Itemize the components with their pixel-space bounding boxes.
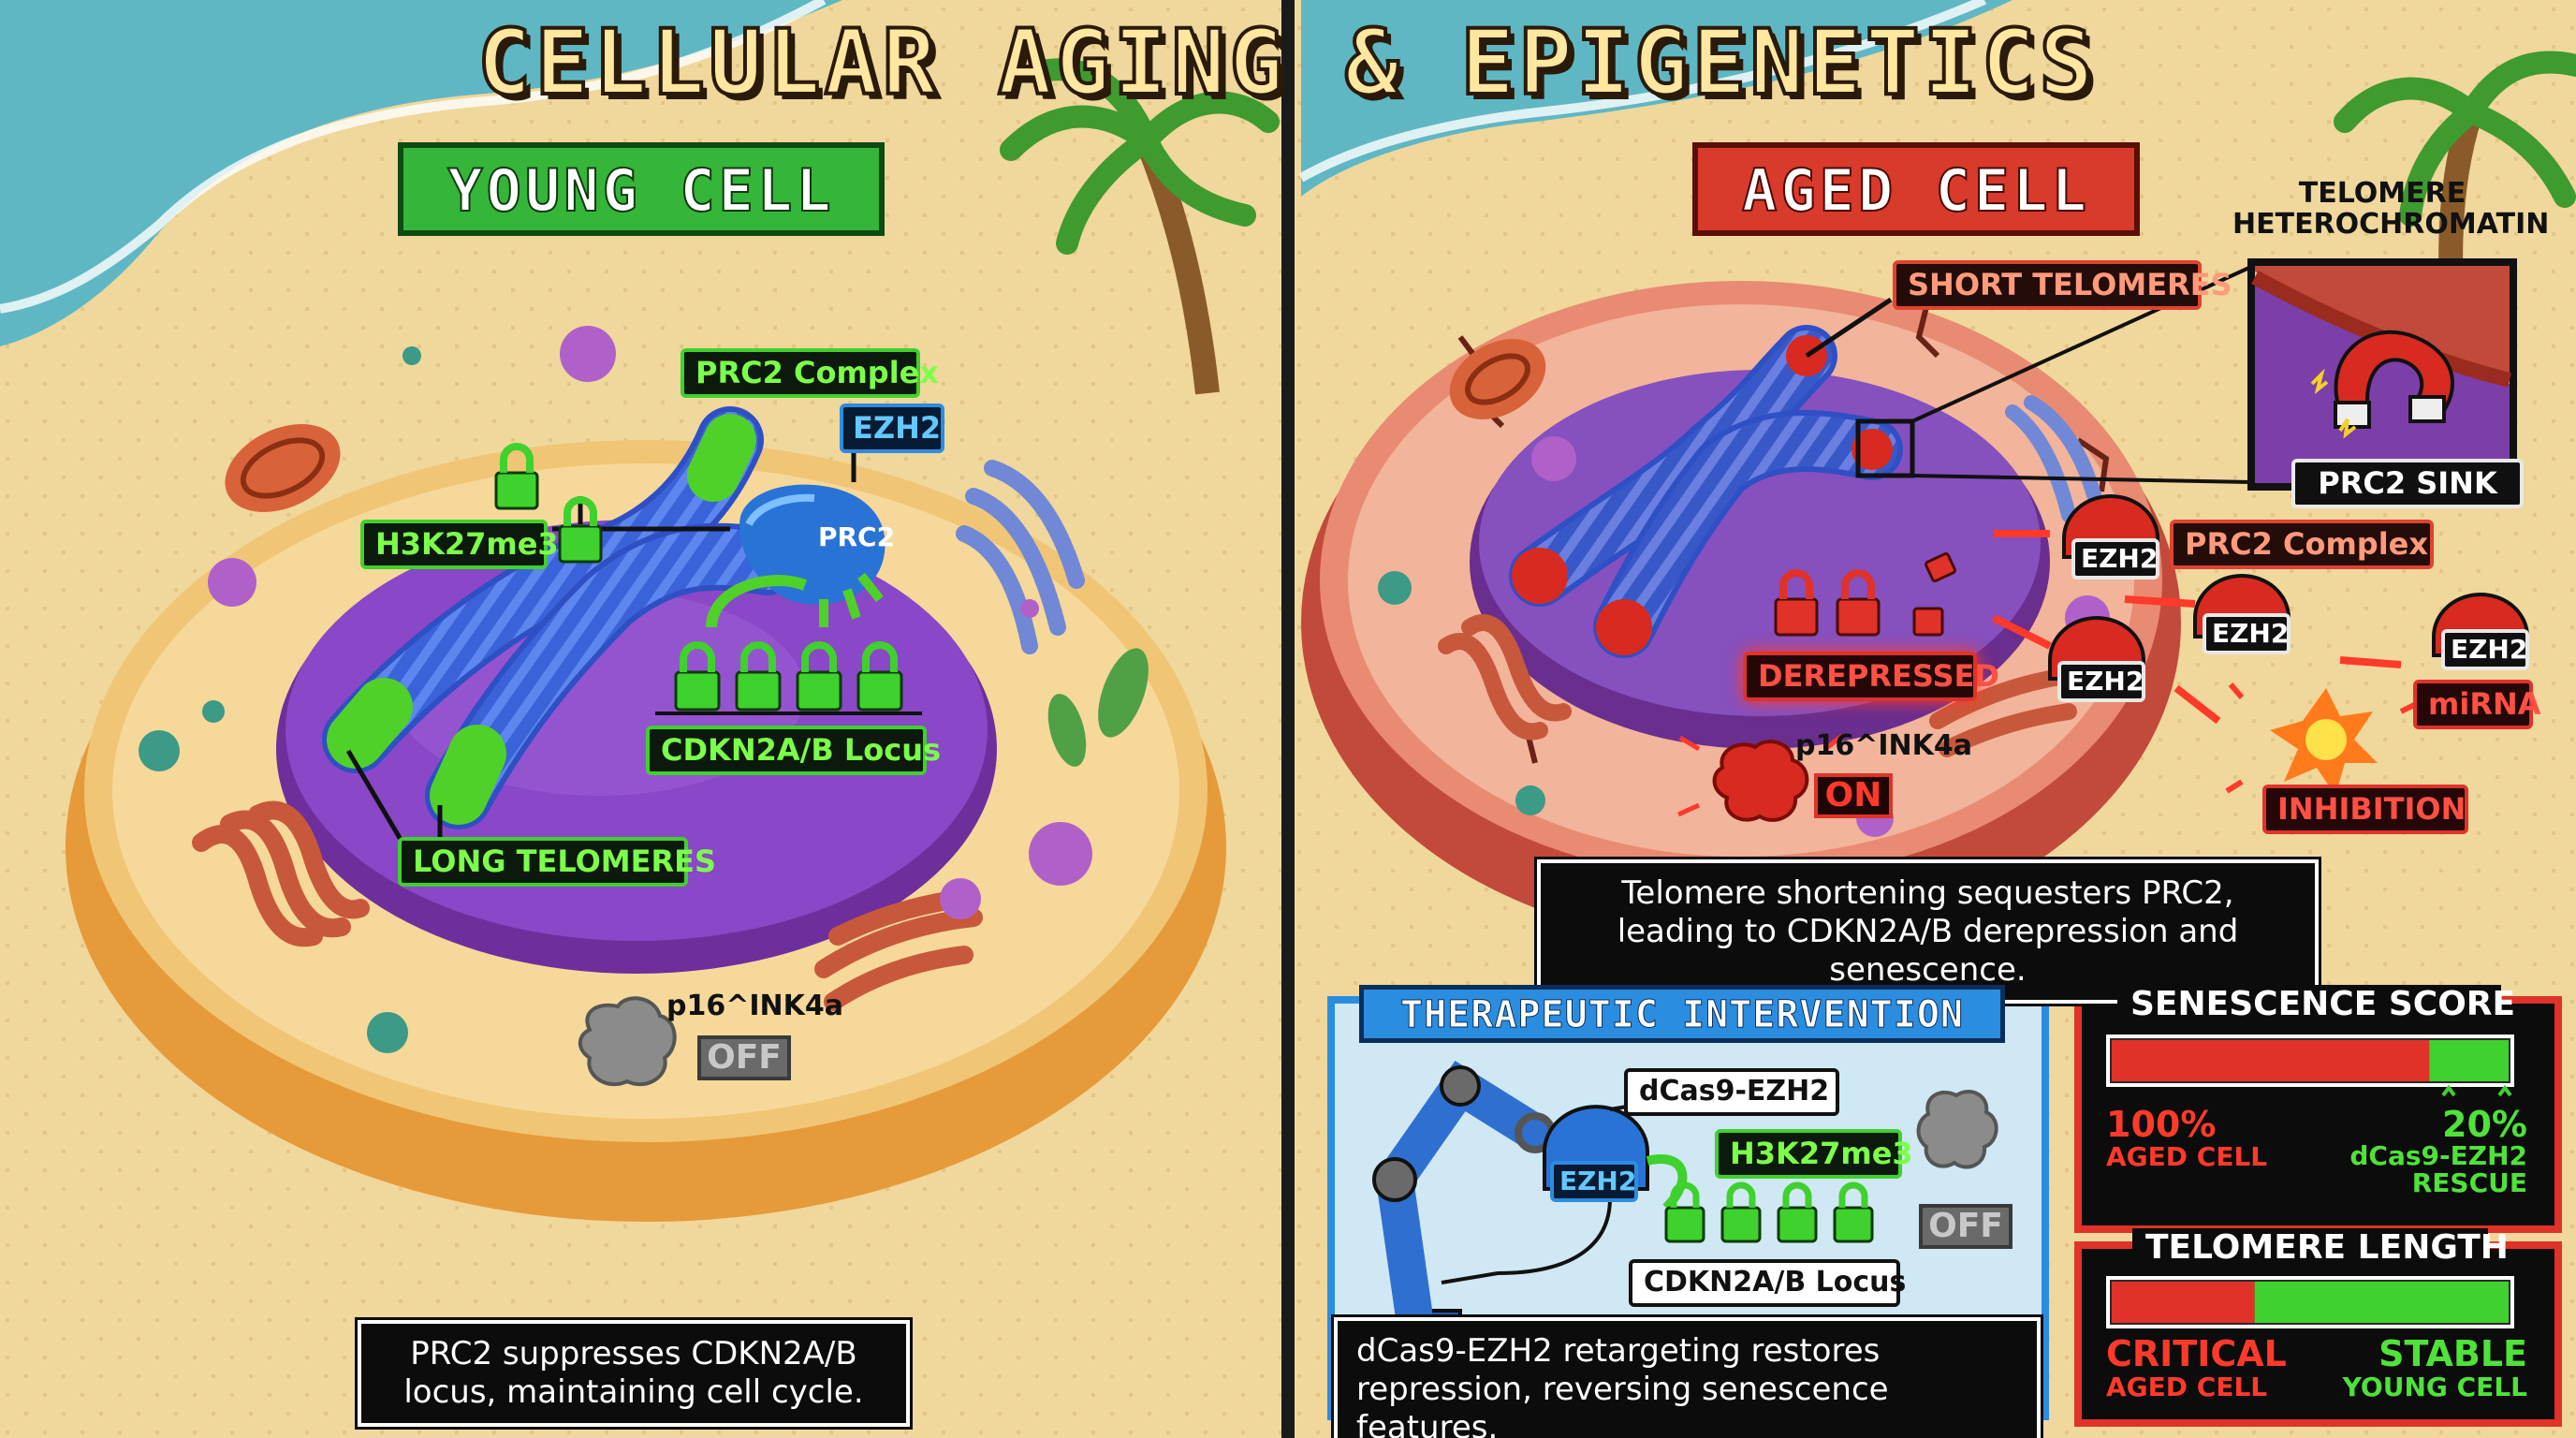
senescence-bar-aged: [2112, 1040, 2430, 1081]
aged-ezh2-label-3: EZH2: [2057, 661, 2145, 703]
therapy-locus-label: CDKN2A/B Locus: [1629, 1259, 1906, 1307]
young-h3k27me3-label: H3K27me3: [360, 520, 559, 569]
aged-cell: [1301, 265, 2252, 946]
inset-prc2-sink-label: PRC2 SINK: [2291, 459, 2524, 508]
therapy-h3k27me3-label: H3K27me3: [1715, 1129, 1913, 1179]
telomere-bar-critical: [2112, 1282, 2255, 1323]
mirna-label: miRNA: [2413, 680, 2541, 729]
senescence-panel: [2074, 996, 2562, 1233]
sea-left: [0, 0, 842, 346]
young-p16-label: p16^INK4a: [666, 990, 843, 1022]
aged-caption: Telomere shortening sequesters PRC2, lea…: [1534, 856, 2321, 1007]
senescence-right-label: dCas9-EZH2 RESCUE: [2349, 1140, 2527, 1199]
therapy-ezh2-label: EZH2: [1550, 1161, 1638, 1203]
therapy-caption: dCas9-EZH2 retargeting restores repressi…: [1331, 1313, 2043, 1438]
inhibition-label: INHIBITION: [2262, 785, 2468, 834]
therapy-header: THERAPEUTIC INTERVENTION: [1359, 985, 2005, 1043]
panel-divider: [1281, 0, 1295, 1438]
dcas9-ezh2-label: dCas9-EZH2: [1624, 1068, 1839, 1116]
palm-tree-left: [1000, 58, 1280, 395]
senescence-left-value: 100%: [2106, 1104, 2217, 1145]
therapy-state: OFF: [1919, 1204, 2012, 1249]
aged-ezh2-label-2: EZH2: [2203, 613, 2291, 655]
telomere-panel: [2074, 1241, 2562, 1427]
young-prc2-label: PRC2: [817, 521, 896, 552]
young-ezh2-label: EZH2: [840, 404, 944, 453]
telomere-left-label: AGED CELL: [2106, 1372, 2268, 1402]
inset-title: TELOMERE HETEROCHROMATIN: [2232, 177, 2550, 241]
aged-short-telomeres-label: SHORT TELOMERES: [1893, 260, 2232, 310]
young-cell-header: YOUNG CELL: [398, 142, 885, 236]
derepressed-label: DEREPRESSED: [1743, 652, 1999, 701]
aged-ezh2-label-1: EZH2: [2071, 538, 2159, 580]
telomere-right-label: YOUNG CELL: [2342, 1372, 2527, 1402]
senescence-left-label: AGED CELL: [2106, 1141, 2268, 1172]
telomere-bar-stable: [2254, 1282, 2509, 1323]
young-telomeres-label: LONG TELOMERES: [398, 837, 716, 887]
aged-p16-label: p16^INK4a: [1795, 729, 1972, 762]
young-locus-label: CDKN2A/B Locus: [646, 726, 941, 775]
young-p16-state: OFF: [697, 1035, 791, 1080]
ezh2-arrows: [1992, 530, 2402, 725]
aged-p16-state: ON: [1814, 773, 1893, 818]
young-caption: PRC2 suppresses CDKN2A/B locus, maintain…: [355, 1317, 913, 1430]
telomere-length-title: TELOMERE LENGTH: [2132, 1228, 2509, 1268]
telomere-inset: [2247, 258, 2517, 491]
telomere-left-value: CRITICAL: [2106, 1333, 2287, 1374]
page-title: CELLULAR AGING & EPIGENETICS: [476, 9, 2098, 117]
telomere-right-value: STABLE: [2378, 1333, 2527, 1374]
aged-prc2-complex-label: PRC2 Complex: [2170, 520, 2434, 569]
senescence-bar-rescue: [2429, 1040, 2509, 1081]
young-prc2-complex-label: PRC2 Complex: [681, 348, 939, 398]
aged-ezh2-label-4: EZH2: [2441, 629, 2529, 671]
young-cell: [66, 326, 1226, 1222]
aged-cell-header: AGED CELL: [1692, 142, 2140, 236]
senescence-right-value: 20%: [2442, 1104, 2527, 1145]
senescence-title: SENESCENCE SCORE: [2117, 985, 2515, 1024]
